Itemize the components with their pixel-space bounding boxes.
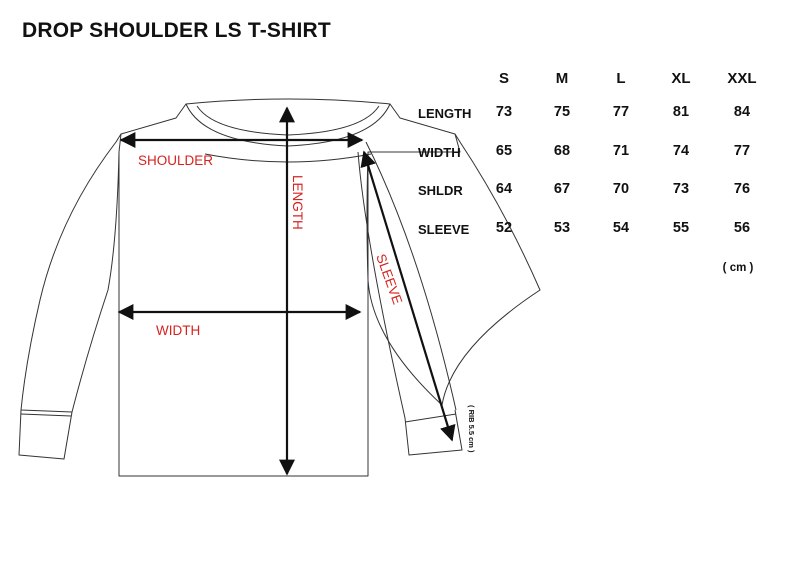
size-header: XL xyxy=(671,70,691,87)
table-cell: 76 xyxy=(733,181,751,197)
length-label: LENGTH xyxy=(290,175,305,230)
right-cuff xyxy=(404,409,463,456)
size-header: M xyxy=(555,70,569,87)
table-cell: 68 xyxy=(553,143,571,159)
table-cell: 77 xyxy=(612,104,630,120)
measurement-arrows xyxy=(117,106,456,476)
unit-note: ( cm ) xyxy=(722,262,754,274)
row-label-width: WIDTH xyxy=(418,145,461,160)
page-title: DROP SHOULDER LS T-SHIRT xyxy=(22,19,331,42)
width-label: WIDTH xyxy=(156,323,200,338)
table-cell: 74 xyxy=(672,143,690,159)
table-cell: 67 xyxy=(553,181,571,197)
row-label-length: LENGTH xyxy=(418,106,472,121)
table-cell: 84 xyxy=(733,104,751,120)
table-cell: 77 xyxy=(733,143,751,159)
table-cell: 73 xyxy=(672,181,690,197)
size-header: L xyxy=(616,70,626,87)
shoulder-label: SHOULDER xyxy=(138,153,213,168)
left-cuff-seam xyxy=(20,413,72,417)
table-cell: 71 xyxy=(612,143,630,159)
table-cell: 53 xyxy=(553,220,571,236)
row-label-sleeve: SLEEVE xyxy=(418,222,470,237)
size-header: XXL xyxy=(727,70,757,87)
table-cell: 65 xyxy=(495,143,513,159)
row-label-shldr: SHLDR xyxy=(418,183,463,198)
table-cell: 75 xyxy=(553,104,571,120)
left-cuff xyxy=(18,409,73,460)
table-cell: 55 xyxy=(672,220,690,236)
table-cell: 81 xyxy=(672,104,690,120)
table-cell: 70 xyxy=(612,181,630,197)
table-cell: 73 xyxy=(495,104,513,120)
table-cell: 54 xyxy=(612,220,630,236)
table-cell: 56 xyxy=(733,220,751,236)
table-cell: 64 xyxy=(495,181,513,197)
rib-note: ( RIB 5.5 cm ) xyxy=(467,405,476,453)
left-sleeve xyxy=(20,133,122,413)
sleeve-arrow xyxy=(360,150,456,442)
right-cuff-seam xyxy=(404,413,457,423)
size-header: S xyxy=(498,70,510,87)
table-cell: 52 xyxy=(495,220,513,236)
size-chart: S M L XL XXL LENGTH 73 75 77 81 84 WIDTH… xyxy=(418,70,757,274)
